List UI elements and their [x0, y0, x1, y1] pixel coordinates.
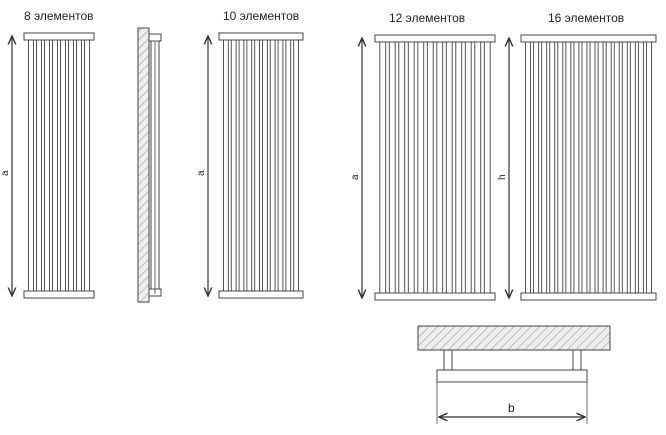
radiator-tube	[388, 41, 396, 294]
radiator-1-title: 8 элементов	[24, 9, 94, 23]
radiator-10-elements-front	[218, 32, 304, 299]
radiator-tube	[533, 41, 540, 294]
dim-label-radiator-4: h	[497, 174, 508, 180]
radiator-tube	[436, 41, 444, 294]
radiator-tube	[445, 41, 453, 294]
radiator-tube	[525, 41, 531, 294]
radiator-tube	[68, 39, 74, 292]
radiator-tube	[230, 39, 237, 292]
radiator-tube	[581, 41, 588, 294]
radiator-8-elements-front	[23, 32, 95, 299]
radiator-tube	[60, 39, 66, 292]
radiator-tube	[398, 41, 406, 294]
radiator-tube	[573, 41, 580, 294]
radiator-12-elements-front	[374, 34, 496, 301]
bottom-collector	[23, 290, 95, 299]
radiator-tube	[629, 41, 636, 294]
radiator-tube	[262, 39, 268, 292]
radiator-3-title: 12 элементов	[389, 11, 465, 25]
top-view-left-bracket	[443, 349, 453, 371]
bottom-collector	[374, 292, 496, 301]
top-view-wall	[417, 325, 611, 351]
top-collector	[374, 34, 496, 43]
radiator-side-view	[137, 27, 162, 303]
radiator-tube	[246, 39, 253, 292]
radiator-tube	[269, 39, 276, 292]
dim-label-depth: b	[508, 401, 515, 415]
bottom-collector	[520, 292, 657, 301]
radiator-tube	[483, 41, 491, 294]
radiator-tube	[76, 39, 82, 292]
radiator-4-title: 16 элементов	[548, 11, 624, 25]
dim-label-radiator-2: a	[196, 170, 207, 176]
radiator-tube	[565, 41, 572, 294]
radiator-tube	[293, 39, 299, 292]
radiator-tube	[589, 41, 596, 294]
radiator-tube	[36, 39, 42, 292]
top-view-radiator-body	[436, 369, 588, 383]
radiator-tube	[597, 41, 604, 294]
radiator-2-title: 10 элементов	[223, 9, 299, 23]
radiator-tube	[84, 39, 90, 292]
radiator-tube	[637, 41, 644, 294]
top-collector	[520, 34, 657, 43]
top-collector	[23, 32, 95, 41]
radiator-tube	[464, 41, 472, 294]
radiator-tube	[407, 41, 415, 294]
radiator-tube	[379, 41, 387, 294]
radiator-tube	[455, 41, 463, 294]
radiator-16-elements-front	[520, 34, 657, 301]
dim-label-radiator-3: a	[350, 174, 361, 180]
radiator-tube	[277, 39, 284, 292]
radiator-tube	[426, 41, 434, 294]
radiator-tube	[417, 41, 425, 294]
dim-label-radiator-1: a	[0, 170, 11, 176]
top-view-right-bracket	[572, 349, 582, 371]
radiator-top-view: b	[417, 325, 611, 424]
radiator-tube	[605, 41, 612, 294]
radiator-tube	[646, 41, 652, 294]
radiator-tube	[254, 39, 260, 292]
radiator-tube	[541, 41, 548, 294]
radiator-tube	[549, 41, 556, 294]
side-view-top-bracket	[148, 33, 162, 42]
radiator-tube	[223, 39, 229, 292]
side-view-wall	[137, 27, 150, 303]
radiator-tube	[238, 39, 245, 292]
radiator-tube	[613, 41, 620, 294]
radiator-tube	[52, 39, 58, 292]
bottom-collector	[218, 290, 304, 299]
top-collector	[218, 32, 304, 41]
radiator-tube	[285, 39, 292, 292]
radiator-tube	[44, 39, 50, 292]
radiator-tube	[474, 41, 482, 294]
radiator-tube	[28, 39, 34, 292]
radiator-tube	[557, 41, 564, 294]
radiator-tube	[621, 41, 628, 294]
